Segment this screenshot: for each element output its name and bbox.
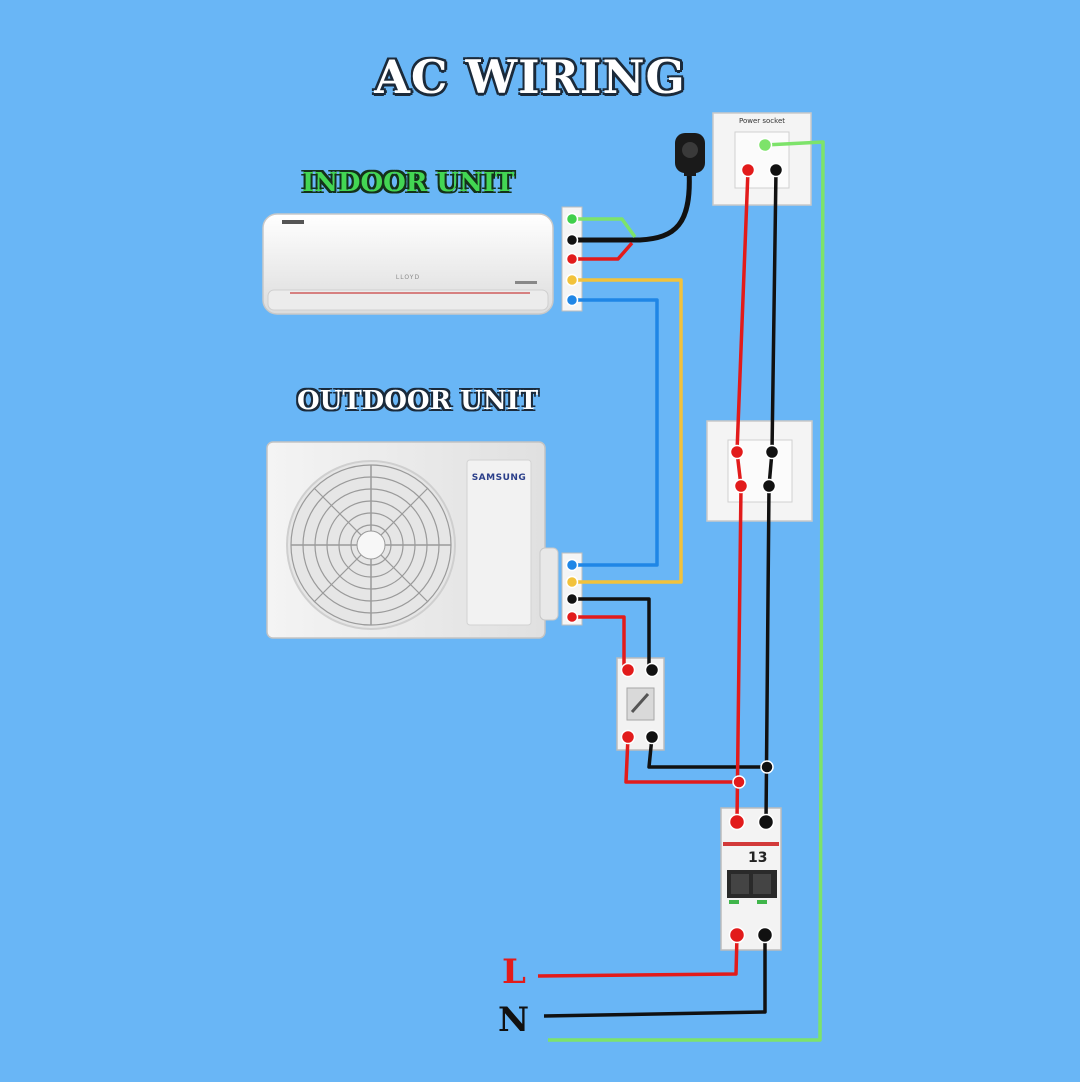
indoor-live-wire [572,241,634,261]
outdoor-brand: SAMSUNG [471,473,527,483]
fan-grille-icon [286,460,456,630]
breaker-rating: 13 [748,850,768,866]
outdoor-unit-label: OUTDOOR UNIT [297,386,539,416]
indoor-earth-wire [572,217,637,239]
socket-live-wire [735,169,750,823]
socket-neutral-wire [764,169,778,823]
plug-cord [572,169,692,243]
switch [706,420,813,522]
outdoor-terminal-block [561,552,583,626]
neutral-line-label: N [498,1000,530,1040]
indoor-unit-label: INDOOR UNIT [302,168,515,198]
terminals [565,137,784,944]
live-line-label: L [502,952,526,992]
diagram-title: AC WIRING [374,50,686,104]
circuit-breaker [720,807,782,951]
earth-wire [548,140,825,1042]
power-socket [712,112,812,206]
isolator-live-out [624,736,739,784]
outdoor-unit [266,441,559,639]
supply-live-wire [537,934,739,978]
indoor-brand: LLOYD [395,274,421,281]
wires [537,140,825,1042]
supply-neutral-wire [543,935,767,1018]
blue-signal-wire [572,298,659,567]
plug-icon [675,133,705,176]
indoor-unit [262,213,554,315]
yellow-signal-wire [572,278,683,584]
isolator-neutral-out [647,736,767,769]
power-socket-label: Power socket [738,117,786,125]
